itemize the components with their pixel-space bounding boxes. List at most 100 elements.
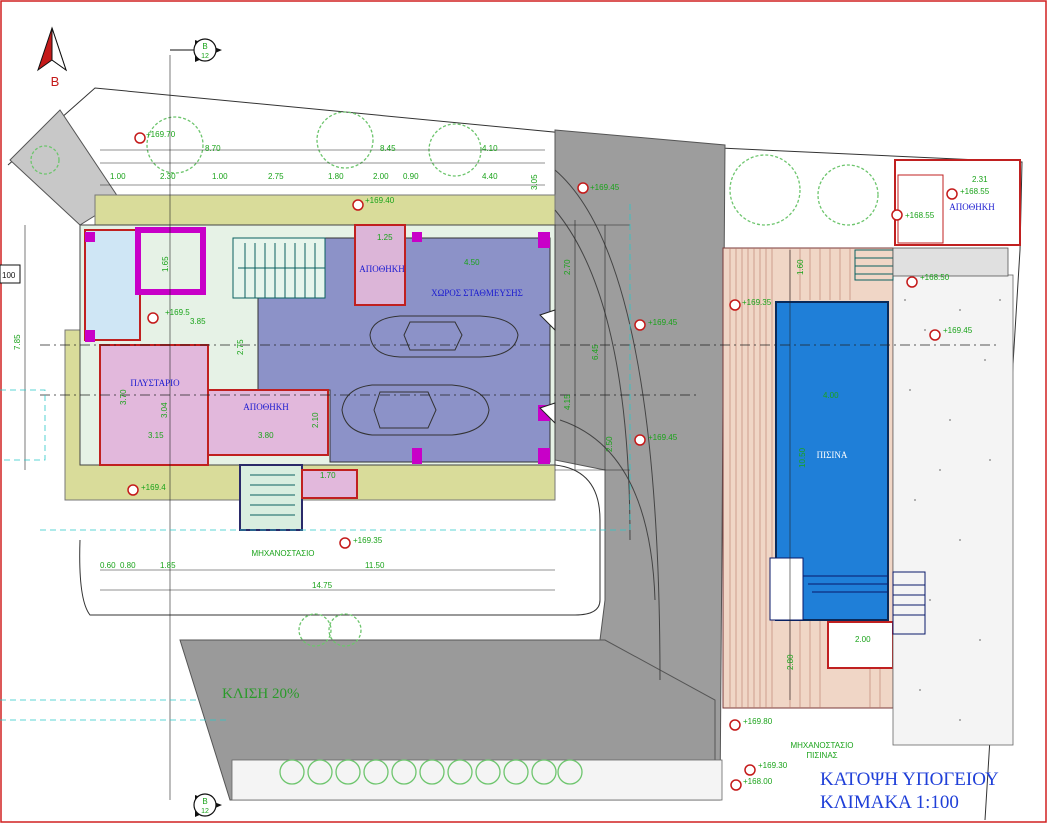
- column-5: [412, 232, 422, 242]
- edge-label: 100: [2, 271, 16, 280]
- level-2: +169.45: [590, 183, 620, 192]
- level-4: +169.5: [165, 308, 190, 317]
- dim-270: 2.70: [563, 259, 572, 275]
- dim-180: 1.80: [328, 172, 344, 181]
- level-7: +169.4: [141, 483, 166, 492]
- level-5: +169.45: [648, 318, 678, 327]
- title-line-2: ΚΛΙΜΑΚΑ 1:100: [820, 792, 959, 813]
- hatched-strip: [892, 247, 1009, 277]
- dim-380: 3.80: [258, 431, 274, 440]
- dim-785: 7.85: [13, 334, 22, 350]
- ramp-curve-3: [559, 419, 656, 601]
- level-13: +169.80: [743, 717, 773, 726]
- column-6: [85, 232, 95, 242]
- room-laundry: ΠΛΥΣΤΑΡΙΟ: [130, 378, 180, 388]
- dim-165: 1.65: [161, 256, 170, 272]
- level-12: +169.45: [943, 326, 973, 335]
- column-4: [412, 448, 422, 464]
- gravel-area: [892, 274, 1014, 746]
- room-machine: ΜΗΧΑΝΟΣΤΑΣΙΟ: [251, 549, 314, 558]
- ramp-curve-1: [554, 169, 661, 681]
- dim-370: 3.70: [119, 389, 128, 405]
- dim-1150: 11.50: [365, 561, 385, 570]
- storage-top-room: [354, 224, 406, 306]
- dim-080: 0.80: [120, 561, 136, 570]
- section-mark-top: B 12: [170, 38, 222, 62]
- room-pool: ΠΙΣΙΝΑ: [817, 450, 848, 460]
- dim-200: 2.00: [373, 172, 389, 181]
- dim-230: 2.30: [160, 172, 176, 181]
- title-line-1: ΚΑΤΟΨΗ ΥΠΟΓΕΙΟΥ: [820, 769, 999, 790]
- wc-room: [84, 229, 141, 341]
- dim-385: 3.85: [190, 317, 206, 326]
- dim-170: 1.70: [320, 471, 336, 480]
- room-pool-storage: ΑΠΟΘΗΚΗ: [949, 202, 995, 212]
- column-1: [538, 232, 550, 248]
- dim-415: 4.15: [563, 394, 572, 410]
- dim-410: 4.10: [482, 144, 498, 153]
- machine-room-box: [301, 469, 358, 499]
- dim-305: 3.05: [530, 174, 539, 190]
- dim-160: 1.60: [796, 259, 805, 275]
- edge-label-box: [0, 264, 21, 284]
- dim-100b: 1.00: [212, 172, 228, 181]
- car-1: [369, 315, 519, 358]
- dimension-lines: [24, 55, 791, 800]
- section-mark-top-number: 12: [201, 53, 209, 60]
- car-2: [341, 384, 490, 436]
- dim-450: 4.50: [464, 258, 480, 267]
- level-9: +168.55: [960, 187, 990, 196]
- dim-200b: 2.00: [855, 635, 871, 644]
- level-1: +169.70: [146, 130, 176, 139]
- dim-185: 1.85: [160, 561, 176, 570]
- right-stair: [892, 571, 926, 635]
- column-3: [538, 448, 550, 464]
- section-mark-bottom: B 12: [193, 793, 222, 817]
- level-markers: [127, 132, 958, 791]
- dim-250: 2.50: [605, 436, 614, 452]
- room-storage-left: ΑΠΟΘΗΚΗ: [243, 402, 289, 412]
- laundry-room: [99, 344, 209, 466]
- dim-275a: 2.75: [268, 172, 284, 181]
- dim-280: 2.80: [786, 654, 795, 670]
- parking-arrows: [539, 309, 556, 425]
- dim-060: 0.60: [100, 561, 116, 570]
- pool-steps: [769, 557, 888, 621]
- level-14: +169.30: [758, 761, 788, 770]
- north-arrow-letter: B: [51, 74, 60, 89]
- room-pool-machine-1: ΜΗΧΑΝΟΣΤΑΣΙΟ: [790, 741, 853, 750]
- dim-304: 3.04: [160, 402, 169, 418]
- dim-315: 3.15: [148, 431, 164, 440]
- column-7: [85, 330, 95, 342]
- room-parking: ΧΩΡΟΣ ΣΤΑΘΜΕΥΣΗΣ: [431, 288, 523, 298]
- level-6: +169.45: [648, 433, 678, 442]
- dim-210: 2.10: [311, 412, 320, 428]
- room-pool-machine-2: ΠΙΣΙΝΑΣ: [806, 751, 837, 760]
- driveway-outline: [79, 464, 601, 616]
- dim-125: 1.25: [377, 233, 393, 242]
- section-mark-bottom-letter: B: [202, 797, 207, 806]
- gravel-dots: [904, 299, 1001, 721]
- exterior-staircase: [239, 464, 303, 531]
- pool-machine-room: [827, 621, 894, 669]
- section-mark-bottom-number: 12: [201, 808, 209, 815]
- dim-100a: 1.00: [110, 172, 126, 181]
- dim-400: 4.00: [823, 391, 839, 400]
- room-storage-top: ΑΠΟΘΗΚΗ: [359, 264, 405, 274]
- dim-231: 2.31: [972, 175, 988, 184]
- dim-870: 8.70: [205, 144, 221, 153]
- main-staircase: [232, 237, 326, 299]
- dim-645: 6.45: [591, 344, 600, 360]
- column-8: [135, 227, 206, 295]
- dim-440: 4.40: [482, 172, 498, 181]
- hedge-row: [279, 759, 583, 785]
- cyan-guides: [0, 200, 631, 721]
- plot-boundary: [7, 87, 1023, 821]
- north-arrow: B: [37, 26, 67, 89]
- dim-275b: 2.75: [236, 339, 245, 355]
- level-15: +168.00: [743, 777, 773, 786]
- level-8: +169.35: [353, 536, 383, 545]
- dim-090: 0.90: [403, 172, 419, 181]
